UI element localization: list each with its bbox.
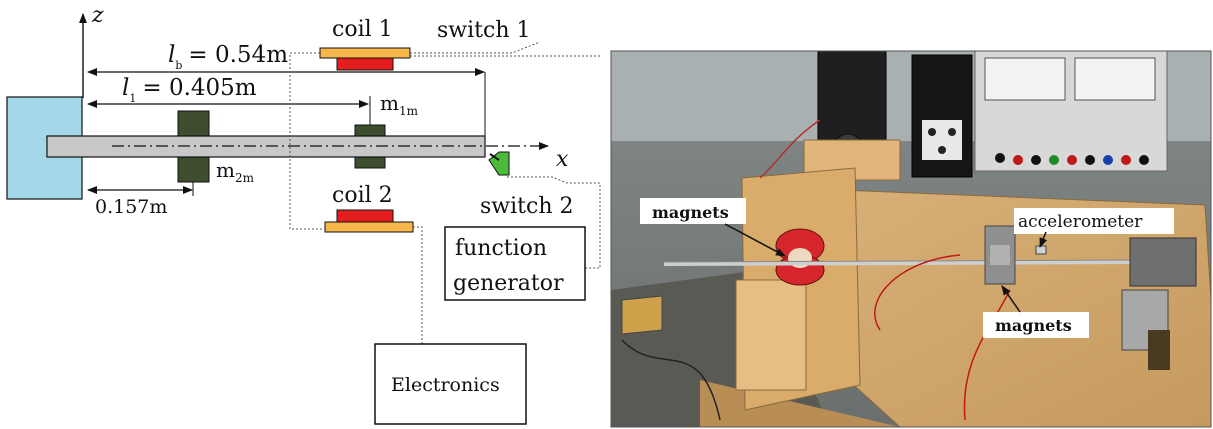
accelerometer-photo: [1035, 245, 1047, 255]
m2-label: m2m: [216, 158, 255, 185]
magnets-left-arrow: [724, 223, 786, 257]
coil2-label: coil 2: [332, 183, 393, 208]
magnets-label-right-bg: [983, 312, 1089, 338]
magnets-right-arrow: [1001, 285, 1021, 313]
x-axis-label: x: [556, 147, 569, 172]
magnets-label-left: magnets: [652, 203, 729, 222]
lb-label: lb= 0.54m: [168, 42, 288, 72]
l1-label: l1= 0.405m: [122, 75, 257, 105]
mass-2m-bottom: [177, 156, 210, 183]
schematic-panel: z lb= 0.54m l1= 0.405m m1m x m2m: [6, 3, 601, 425]
function-generator-line2: generator: [453, 271, 564, 296]
electronics-label: Electronics: [391, 374, 500, 396]
z-axis-label: z: [91, 3, 104, 28]
coil1-label: coil 1: [332, 17, 393, 42]
clamp: [1129, 237, 1197, 287]
m1-label: m1m: [380, 91, 419, 118]
experiment-photo: magnets accelerometer magnets: [610, 50, 1212, 428]
switch1-wire: [410, 41, 541, 54]
accelerometer-label: accelerometer: [1018, 212, 1143, 232]
mass-1m-top: [354, 124, 386, 137]
function-generator-box: [444, 226, 586, 301]
magnets-label-right: magnets: [995, 316, 1072, 335]
coil2-electronics-wire: [413, 226, 423, 344]
electronics-box: [374, 343, 527, 425]
function-generator-line1: function: [455, 236, 547, 261]
coil1-switch1-wire: [289, 52, 325, 230]
terminal-posts: [995, 153, 1149, 165]
switch2-wire: [507, 176, 601, 269]
accelerometer-arrow: [1039, 231, 1048, 248]
coil2-core: [324, 221, 414, 233]
mass-1m-bottom: [354, 156, 386, 169]
accelerometer-label-bg: [1014, 208, 1174, 234]
coil1-winding: [336, 57, 394, 71]
mass-2m-top: [177, 110, 210, 137]
coil2-winding: [336, 209, 394, 223]
coil1-core: [319, 47, 411, 59]
dist-label: 0.157m: [95, 196, 167, 218]
switch2-label: switch 2: [480, 194, 573, 219]
switch2-blade: [489, 153, 500, 161]
magnets-label-left-bg: [640, 198, 746, 224]
switch1-label: switch 1: [437, 18, 530, 43]
photo-beam: [663, 260, 1151, 266]
